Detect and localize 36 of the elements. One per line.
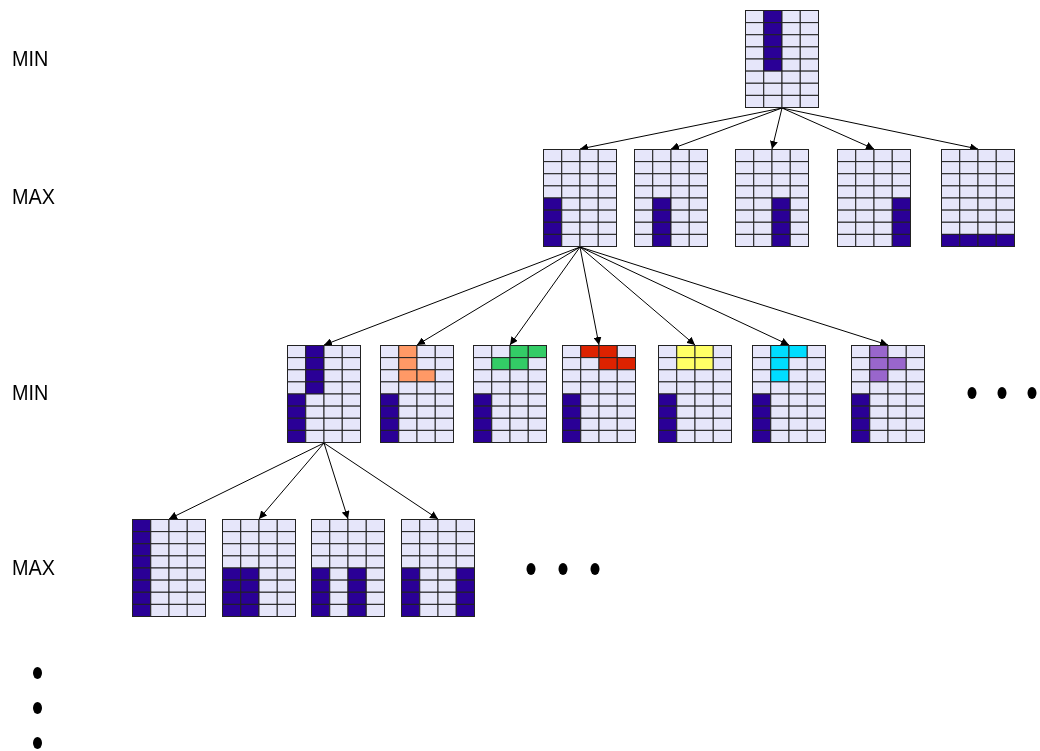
game-board-drawing [658,345,732,443]
arrow [670,107,783,150]
arrow [323,246,581,346]
arrow [323,442,439,520]
game-board-drawing [543,149,617,247]
arrow [781,107,979,152]
arrow [579,246,696,346]
game-board-drawing [735,149,809,247]
game-board-drawing [562,345,636,443]
arrow [579,246,790,346]
arrow [579,246,602,346]
game-board-drawing [851,345,925,443]
game-board-drawing [132,519,206,617]
game-board-drawing [380,345,454,443]
level-label: MIN [12,382,49,404]
game-board-drawing [837,149,911,247]
arrow [323,442,350,520]
game-board-drawing [752,345,826,443]
game-board-drawing [311,519,385,617]
arrow [258,442,325,520]
game-board-drawing [941,149,1015,247]
game-board-drawing [401,519,475,617]
arrow [168,442,325,520]
arrow [781,107,875,150]
level-label: MAX [12,557,55,579]
arrow [579,246,889,347]
arrow [509,246,581,346]
level-label: MAX [12,186,55,208]
game-board-drawing [287,345,361,443]
arrow [416,246,581,346]
game-board-drawing [222,519,296,617]
arrow [770,107,783,150]
game-board-drawing [634,149,708,247]
game-board-drawing [473,345,547,443]
game-board-drawing [745,10,819,108]
level-label: MIN [12,48,49,70]
